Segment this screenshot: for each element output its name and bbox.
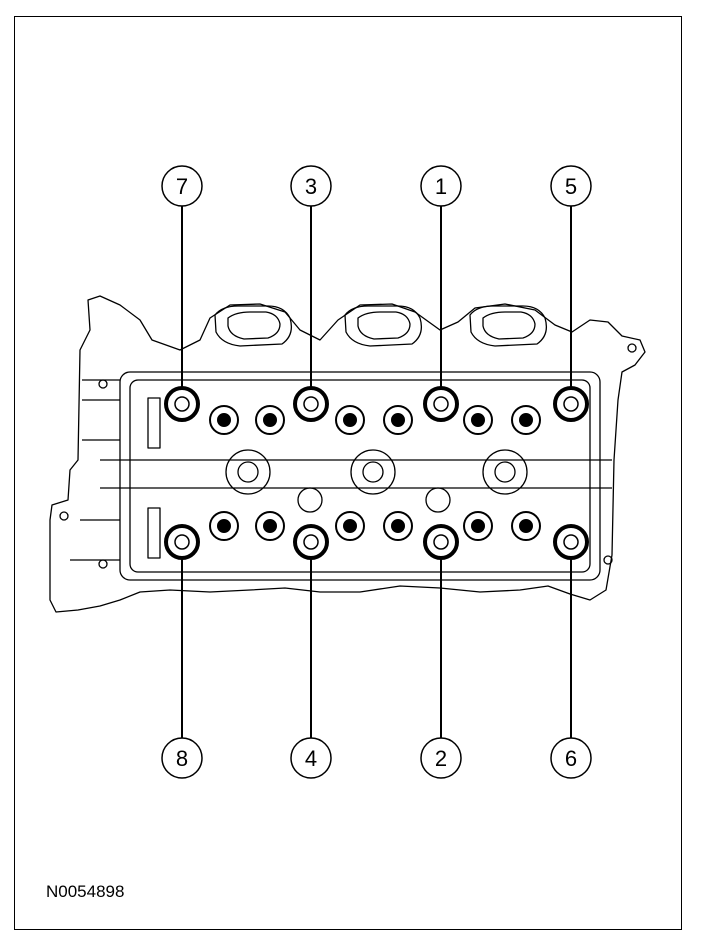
- cam-deck: [119, 371, 601, 581]
- leader-lines: [181, 206, 572, 738]
- figure-border: [14, 16, 682, 930]
- port-opening-3: [469, 305, 548, 347]
- bolt-8: [164, 524, 200, 560]
- callout-label: 1: [435, 174, 447, 199]
- callout-label: 4: [305, 746, 317, 771]
- bolt-1: [423, 386, 459, 422]
- callout-1: 1: [420, 165, 462, 207]
- callout-label: 5: [565, 174, 577, 199]
- rocker-fasteners-upper: [209, 405, 541, 435]
- callout-label: 7: [176, 174, 188, 199]
- bolt-2: [423, 524, 459, 560]
- callout-4: 4: [290, 737, 332, 779]
- callout-2: 2: [420, 737, 462, 779]
- callout-6: 6: [550, 737, 592, 779]
- callout-label: 8: [176, 746, 188, 771]
- cylinder-head-outline: [49, 295, 646, 613]
- bolt-5: [553, 386, 589, 422]
- callout-label: 3: [305, 174, 317, 199]
- callout-5: 5: [550, 165, 592, 207]
- callout-3: 3: [290, 165, 332, 207]
- port-opening-1: [214, 305, 293, 347]
- callout-label: 2: [435, 746, 447, 771]
- callout-7: 7: [161, 165, 203, 207]
- callout-label: 6: [565, 746, 577, 771]
- bolt-4: [293, 524, 329, 560]
- port-opening-2: [344, 305, 423, 347]
- bolt-7: [164, 386, 200, 422]
- figure-reference-code: N0054898: [46, 882, 125, 901]
- rocker-fasteners-lower: [209, 511, 541, 541]
- head-bolts: [164, 386, 589, 560]
- callout-8: 8: [161, 737, 203, 779]
- bolt-3: [293, 386, 329, 422]
- bolt-6: [553, 524, 589, 560]
